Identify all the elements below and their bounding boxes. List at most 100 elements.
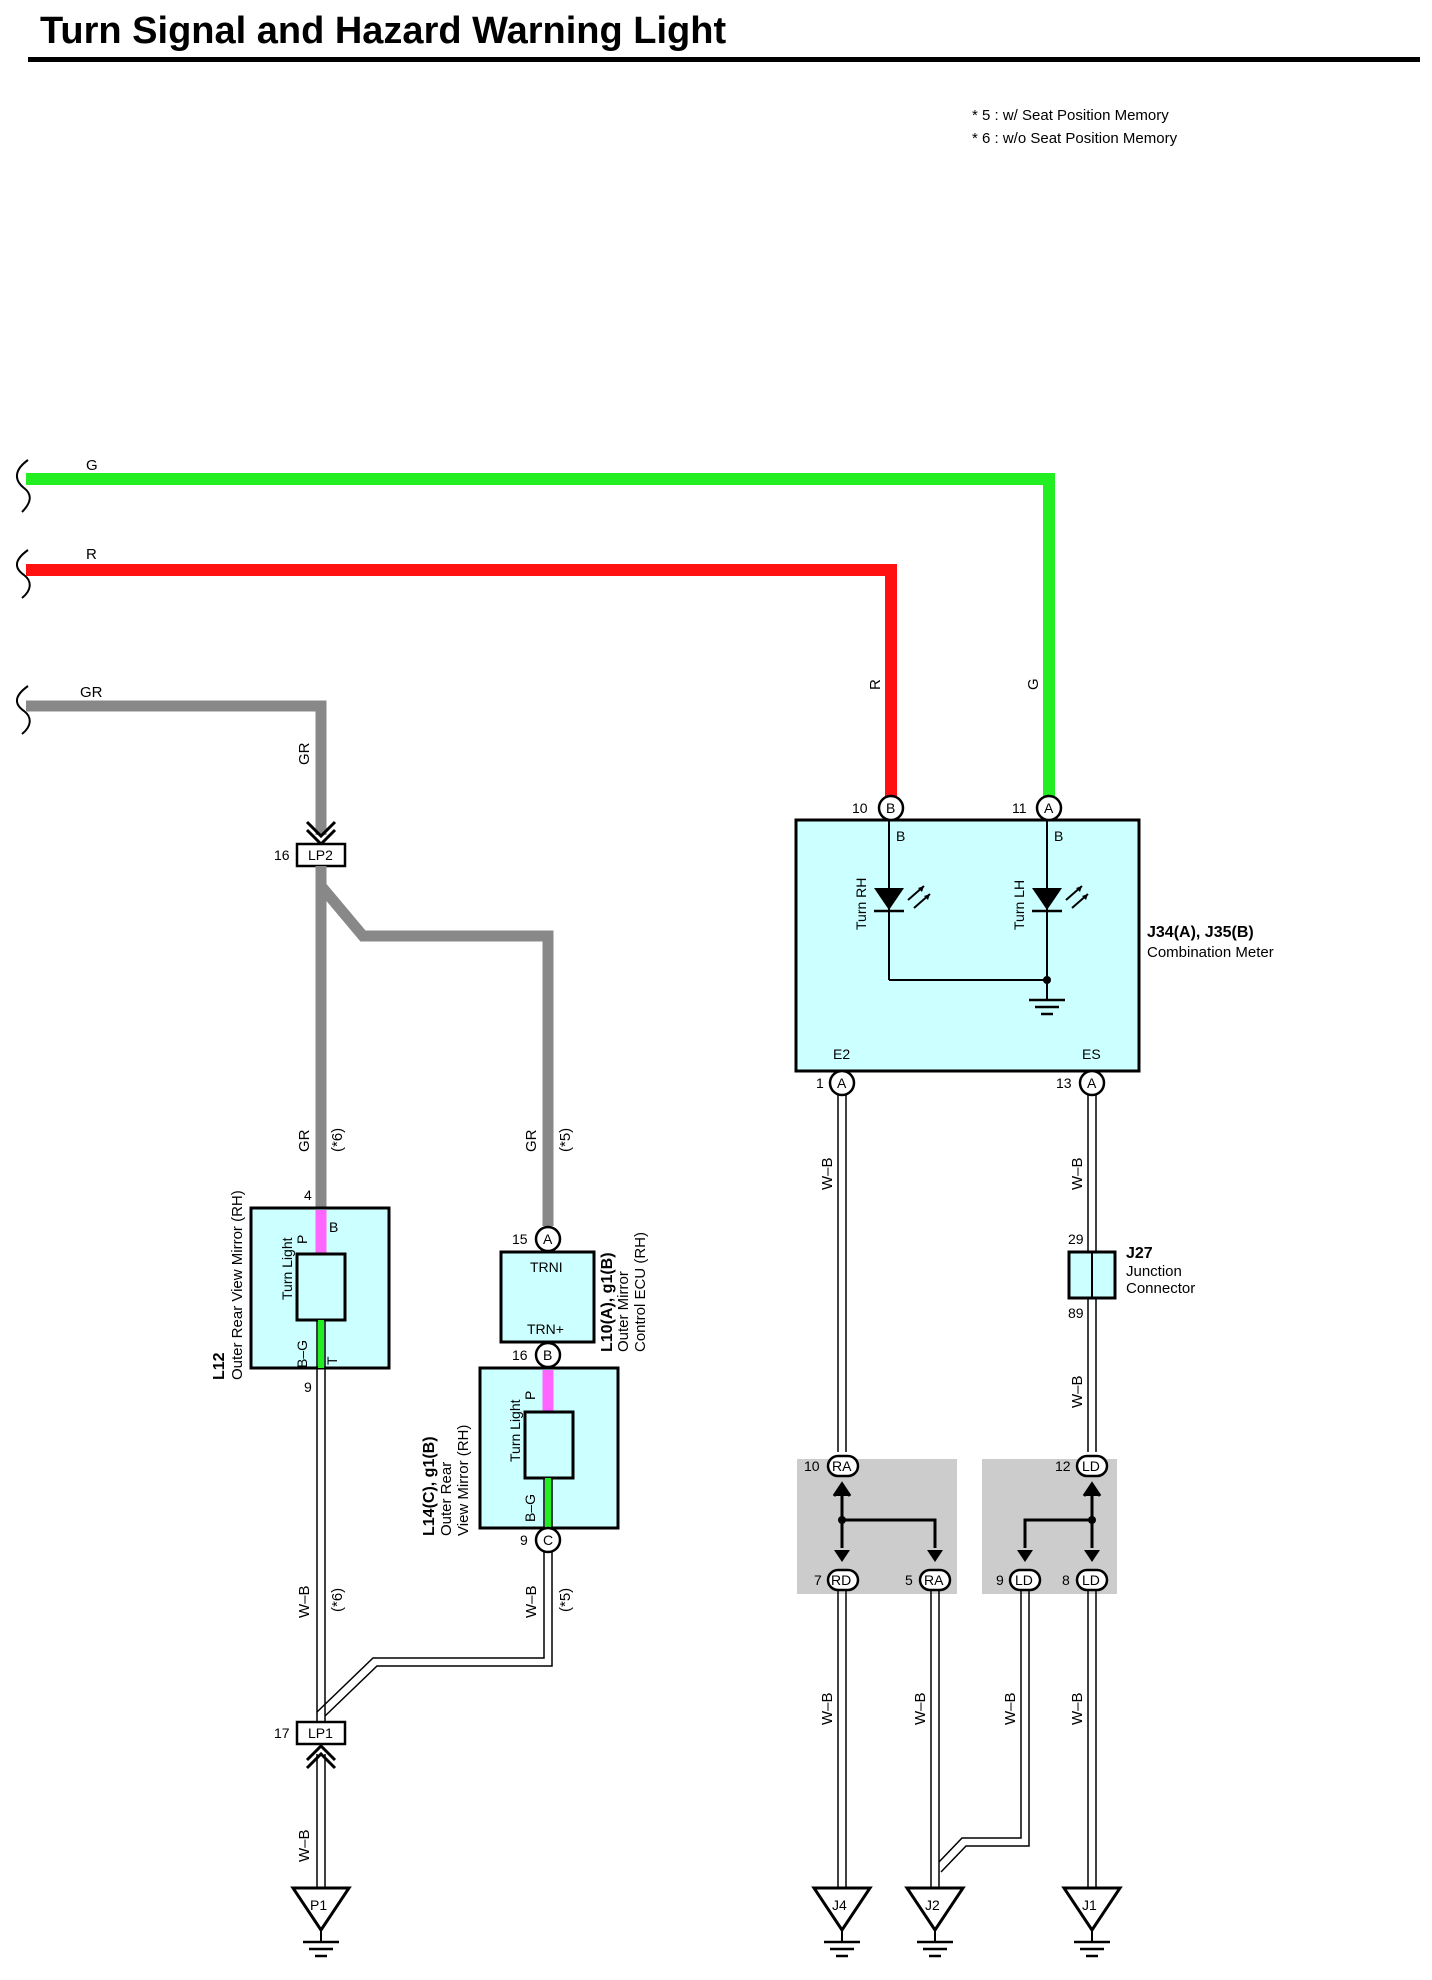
j27-pin-top: 29 (1068, 1231, 1084, 1247)
gray-l12-label: GR (296, 1129, 313, 1152)
meter-inner-b2: B (1054, 828, 1063, 844)
gray-drop-label: GR (296, 742, 313, 765)
meter-pin-b: B (886, 800, 895, 816)
l12-turn-light-label: Turn Light (279, 1237, 295, 1300)
meter-pin-e2: A (837, 1075, 847, 1091)
junction-ld-in-label: LD (1082, 1458, 1100, 1474)
j27-name: J27 (1126, 1245, 1153, 1262)
ground-j4 (811, 1886, 873, 1933)
red-wire-label: R (86, 546, 97, 563)
turn-lh-led (1032, 888, 1062, 910)
wb-j1-label: W–B (1069, 1692, 1086, 1725)
l14-pin-bg: B–G (522, 1494, 538, 1522)
wire-break-symbol-gray (16, 685, 31, 735)
gray-wire (26, 700, 327, 835)
junction-ld-out2-number: 8 (1062, 1572, 1070, 1588)
junction-ld-in-number: 12 (1055, 1458, 1071, 1474)
turn-lh-label: Turn LH (1011, 880, 1027, 930)
green-drop-label: G (1025, 678, 1042, 690)
j27-desc1: Junction (1126, 1263, 1182, 1280)
gray-l10-note: (*5) (557, 1128, 574, 1152)
meter-inner-b1: B (896, 828, 905, 844)
l10-component (499, 1250, 596, 1344)
wire-break-symbol-green (16, 459, 31, 513)
l12-desc: Outer Rear View Mirror (RH) (229, 1190, 246, 1380)
l14-pin-p: P (522, 1391, 538, 1400)
l14-name: L14(C), g1(B) (421, 1436, 438, 1536)
l10-pin-bottom: B (543, 1347, 552, 1363)
wb-l12-note: (*6) (329, 1588, 346, 1612)
meter-pin-e2-number: 1 (816, 1075, 824, 1091)
lp1-label: LP1 (308, 1725, 333, 1741)
gray-l12-note: (*6) (329, 1128, 346, 1152)
lp2-label: LP2 (308, 847, 333, 863)
l12-pin-p: P (294, 1235, 310, 1244)
green-wire-label: G (86, 457, 98, 474)
l14-pin-bottom: C (543, 1532, 553, 1548)
wb-ld-branch-label: W–B (1002, 1692, 1019, 1725)
wb-e2-label: W–B (819, 1157, 836, 1190)
turn-rh-label: Turn RH (853, 878, 869, 930)
wb-es-label: W–B (1069, 1157, 1086, 1190)
gray-wire-label: GR (80, 684, 103, 701)
junction-ra-out2-number: 5 (905, 1572, 913, 1588)
l10-trni: TRNI (530, 1259, 563, 1275)
red-wire (26, 564, 897, 808)
note-seat-memory: * 5 : w/ Seat Position Memory (972, 107, 1169, 124)
l12-pin-b: B (329, 1219, 338, 1235)
wb-l14-note: (*5) (557, 1588, 574, 1612)
l14-turn-light-label: Turn Light (507, 1399, 523, 1462)
l14-desc2: View Mirror (RH) (455, 1425, 472, 1536)
wb-j4-label: W–B (819, 1692, 836, 1725)
ground-j2 (904, 1886, 966, 1933)
junction-ra-in-label: RA (832, 1458, 852, 1474)
page-title: Turn Signal and Hazard Warning Light (40, 10, 727, 52)
wb-j2-label: W–B (912, 1692, 929, 1725)
l10-pin-top-number: 15 (512, 1231, 528, 1247)
l14-turn-light-bulb (523, 1410, 575, 1480)
ground-j1-label: J1 (1082, 1897, 1097, 1913)
ground-p1 (290, 1886, 352, 1933)
l10-trn-plus: TRN+ (527, 1321, 564, 1337)
wire-break-symbol-red (16, 549, 31, 599)
lp2-pin-number: 16 (274, 847, 290, 863)
junction-ld-out1-label: LD (1015, 1572, 1033, 1588)
red-drop-label: R (867, 679, 884, 690)
meter-pin-es: A (1087, 1075, 1097, 1091)
l10-name: L10(A), g1(B) (599, 1252, 616, 1352)
l12-pin-bg: B–G (294, 1340, 310, 1368)
j27-pin-bottom: 89 (1068, 1305, 1084, 1321)
combination-meter (794, 818, 1141, 1073)
l10-pin-bottom-number: 16 (512, 1347, 528, 1363)
meter-pin-b-number: 10 (852, 800, 868, 816)
meter-pin-a: A (1044, 800, 1054, 816)
junction-ra-out1-number: 7 (814, 1572, 822, 1588)
meter-desc: Combination Meter (1147, 944, 1274, 961)
turn-rh-led (874, 888, 904, 910)
meter-es: ES (1082, 1046, 1101, 1062)
gray-l10-label: GR (523, 1129, 540, 1152)
l12-pin-t: T (324, 1356, 340, 1365)
wb-p1-label: W–B (296, 1829, 313, 1862)
junction-ra-out1-label: RD (831, 1572, 851, 1588)
ground-j1 (1061, 1886, 1123, 1933)
gray-wire-to-l10 (316, 882, 554, 1226)
l12-name: L12 (211, 1352, 228, 1380)
green-wire (26, 473, 1055, 808)
meter-pin-a-number: 11 (1012, 800, 1027, 816)
note-no-seat-memory: * 6 : w/o Seat Position Memory (972, 130, 1178, 147)
l10-desc2: Control ECU (RH) (632, 1232, 649, 1352)
junction-ra-in-number: 10 (804, 1458, 820, 1474)
l14-desc1: Outer Rear (438, 1462, 455, 1536)
ground-j2-label: J2 (925, 1897, 940, 1913)
lp1-pin-number: 17 (274, 1725, 290, 1741)
l10-pin-top: A (543, 1231, 553, 1247)
wb-l14-label: W–B (523, 1585, 540, 1618)
j27-desc2: Connector (1126, 1280, 1195, 1297)
meter-name: J34(A), J35(B) (1147, 924, 1254, 941)
l14-pin-bottom-number: 9 (520, 1532, 528, 1548)
wb-j27-label: W–B (1069, 1375, 1086, 1408)
ground-j4-label: J4 (832, 1897, 847, 1913)
l12-turn-light-bulb (295, 1252, 347, 1322)
junction-ra-out2-label: RA (924, 1572, 944, 1588)
